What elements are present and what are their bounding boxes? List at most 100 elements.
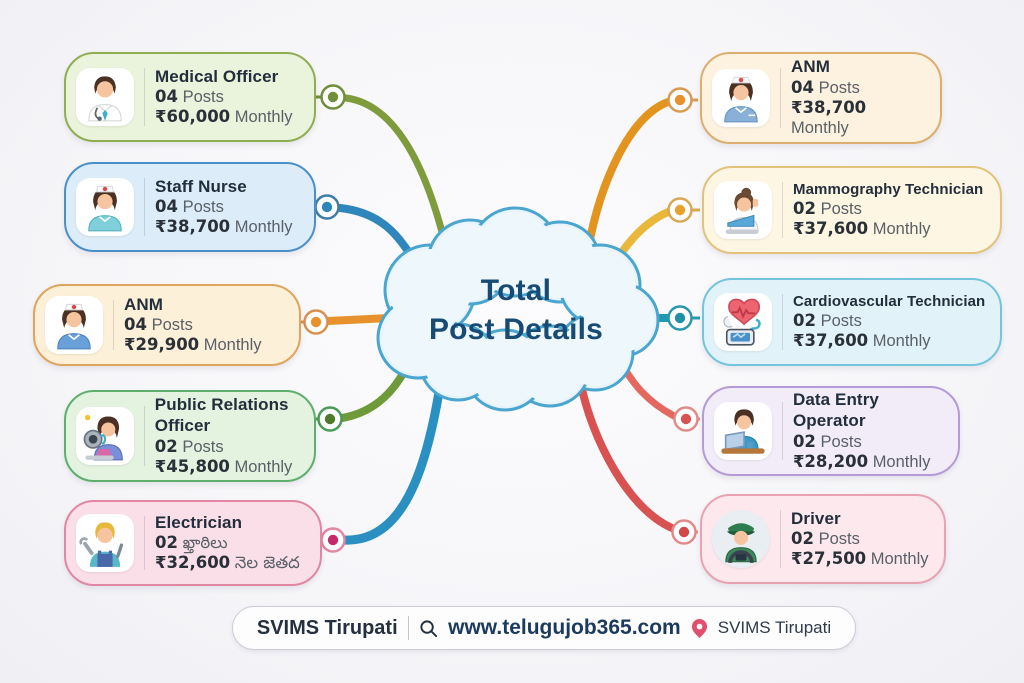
salary-amount: ₹28,200 (792, 451, 869, 471)
job-title: Staff Nurse (155, 176, 247, 196)
job-posts: 04 Posts (791, 78, 928, 98)
job-title: ANM (124, 294, 164, 314)
node-pro (314, 406, 343, 432)
posts-count: 02 (154, 436, 178, 456)
salary-label: Monthly (872, 452, 931, 471)
salary-amount: ₹32,600 (155, 553, 231, 573)
posts-count: 04 (124, 315, 147, 335)
job-posts: 04 Posts (124, 315, 262, 335)
mammography-tech-icon (714, 181, 772, 239)
nurse-icon (76, 178, 134, 236)
node-driver (671, 519, 698, 545)
computer-operator-icon (714, 402, 772, 460)
posts-count: 02 (792, 431, 816, 451)
card-divider (144, 516, 145, 570)
salary-amount: ₹37,600 (793, 331, 869, 351)
posts-label: ఖ్తాఠిలు (182, 533, 228, 553)
job-salary: ₹29,900 Monthly (124, 335, 262, 355)
node-medical-officer (316, 84, 346, 110)
node-data-entry (673, 406, 700, 432)
posts-label: Posts (182, 437, 224, 456)
job-card-medical-officer: Medical Officer 04 Posts ₹60,000 Monthly (64, 52, 316, 142)
salary-amount: ₹60,000 (155, 107, 231, 127)
electrician-icon (76, 514, 134, 572)
job-posts: 02 Posts (793, 311, 985, 331)
job-card-anm-right: ANM 04 Posts ₹38,700 Monthly (700, 52, 942, 144)
doctor-icon (76, 68, 134, 126)
nurse-icon (712, 69, 770, 127)
card-divider (144, 68, 145, 126)
job-card-electrician: Electrician 02 ఖ్తాఠిలు ₹32,600 నెల జెతద (64, 500, 322, 586)
job-salary: ₹45,800 Monthly (155, 457, 302, 477)
salary-amount: ₹38,700 (155, 217, 231, 237)
diagram-title-line2: Post Details (428, 313, 604, 346)
nurse-icon (45, 296, 103, 354)
location-pin-icon (691, 618, 708, 639)
job-posts: 02 Posts (155, 437, 302, 457)
posts-count: 02 (793, 199, 816, 219)
salary-label: Monthly (872, 220, 931, 239)
salary-label: Monthly (870, 550, 929, 569)
card-divider (144, 178, 145, 236)
salary-amount: ₹38,700 (791, 98, 867, 118)
job-title: Medical Officer (155, 66, 279, 86)
job-posts: 02 Posts (793, 199, 983, 219)
job-title: Driver (791, 508, 841, 528)
job-title: Cardiovascular Technician (793, 292, 986, 310)
job-card-data-entry-operator: Data Entry Operator 02 Posts ₹28,200 Mon… (702, 386, 960, 476)
posts-count: 02 (155, 533, 178, 553)
card-divider (113, 300, 114, 350)
job-posts: 02 Posts (793, 432, 946, 452)
salary-label: Monthly (234, 108, 293, 127)
card-divider (782, 294, 783, 350)
posts-count: 04 (791, 78, 814, 98)
footer-divider (407, 616, 410, 640)
card-divider (144, 406, 145, 466)
job-salary: ₹60,000 Monthly (155, 107, 293, 127)
posts-label: Posts (820, 312, 862, 331)
posts-label: Posts (182, 198, 224, 217)
posts-label: Posts (818, 530, 860, 549)
job-posts: 02 ఖ్తాఠిలు (155, 533, 300, 553)
card-divider (782, 402, 783, 460)
posts-count: 04 (155, 87, 178, 107)
node-anm-right (667, 87, 698, 113)
job-salary: ₹37,600 Monthly (793, 219, 983, 239)
posts-label: Posts (820, 432, 862, 451)
salary-label: Monthly (791, 119, 849, 138)
cloud-shape (376, 206, 660, 412)
search-icon (419, 619, 438, 638)
job-posts: 04 Posts (155, 87, 293, 107)
salary-amount: ₹29,900 (124, 335, 200, 355)
footer-location: SVIMS Tirupati (717, 618, 832, 637)
driver-icon (712, 510, 770, 568)
posts-count: 02 (791, 529, 814, 549)
footer-website: www.telugujob365.com (448, 616, 681, 639)
wire-anm-right (584, 98, 672, 254)
job-card-mammography-technician: Mammography Technician 02 Posts ₹37,600 … (702, 166, 1002, 254)
wire-electrician (339, 381, 445, 545)
job-salary: ₹37,600 Monthly (793, 331, 985, 351)
node-cardiovascular (667, 305, 700, 331)
posts-label: Posts (820, 200, 862, 219)
card-divider (780, 510, 781, 568)
job-title: Electrician (155, 512, 243, 532)
job-posts: 04 Posts (155, 197, 293, 217)
job-card-staff-nurse: Staff Nurse 04 Posts ₹38,700 Monthly (64, 162, 316, 252)
card-divider (782, 182, 783, 238)
footer-bar: SVIMS Tirupati www.telugujob365.com SVIM… (232, 606, 856, 650)
salary-label: Monthly (203, 336, 262, 355)
camera-person-icon (76, 407, 134, 465)
salary-label: Monthly (872, 332, 931, 351)
wire-driver (576, 376, 676, 532)
job-card-driver: Driver 02 Posts ₹27,500 Monthly (700, 494, 946, 584)
job-salary: ₹32,600 నెల జెతద (155, 553, 300, 573)
node-anm-left (299, 309, 329, 335)
job-title: Mammography Technician (793, 180, 984, 198)
posts-label: Posts (818, 79, 860, 98)
salary-amount: ₹37,600 (793, 219, 869, 239)
card-divider (780, 68, 781, 128)
salary-label: Monthly (234, 218, 293, 237)
